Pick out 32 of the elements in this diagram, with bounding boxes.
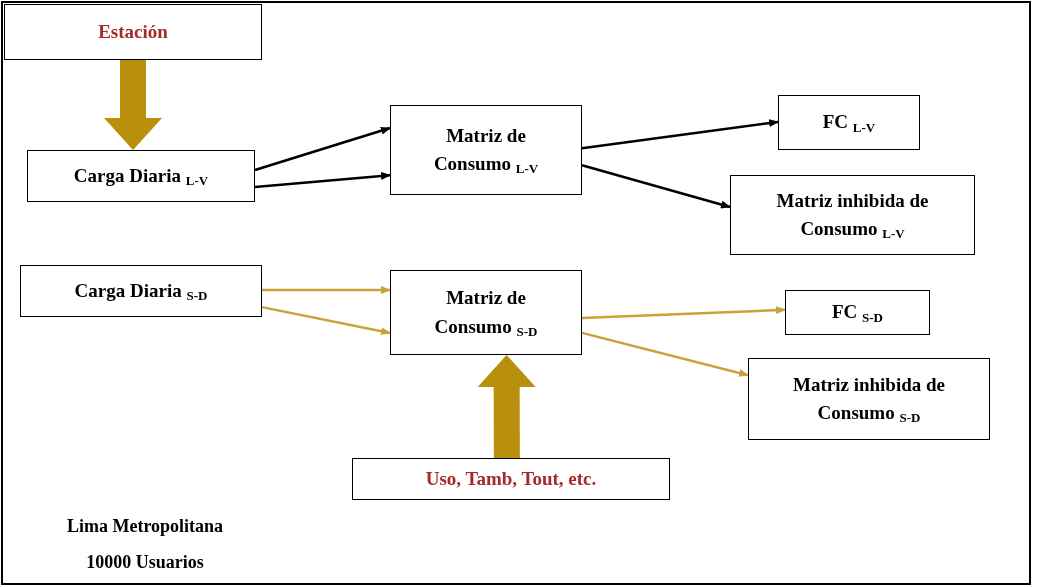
process-box [748,358,990,440]
block-arrow [104,60,162,150]
block-arrow [477,355,536,459]
process-box [778,95,920,150]
box-text: Estación [98,19,168,44]
box-text: Uso, Tamb, Tout, etc. [425,466,597,491]
box-text: Carga Diaria $_{L-V}$ [73,163,209,190]
process-box [20,265,262,317]
arrow [261,305,391,336]
process-box [730,175,975,255]
box-text: Matriz de Consumo $_{S-D}$ [433,286,539,341]
box-text: Matriz de Consumo $_{L-V}$ [432,123,540,179]
arrow [581,164,731,209]
process-box [390,105,582,195]
process-box [27,150,255,202]
arrow [581,306,786,320]
arrow [254,126,391,172]
note-text: 10000 Usuarios [86,551,204,574]
process-box [390,270,582,355]
arrow [581,119,779,150]
arrow [581,331,749,377]
arrow [262,285,391,294]
process-box [352,458,670,500]
process-box [4,4,262,60]
process-box [785,290,930,335]
box-text: Carga Diaria $_{S-D}$ [74,278,208,305]
box-text: FC $_{L-V}$ [822,110,876,137]
arrow [254,172,391,189]
note-text: Lima Metropolitana [66,515,224,538]
box-text: FC $_{S-D}$ [832,300,883,327]
box-text: Matriz inhibida de Consumo $_{S-D}$ [792,372,946,428]
box-text: Matriz inhibida de Consumo $_{L-V}$ [775,188,930,244]
